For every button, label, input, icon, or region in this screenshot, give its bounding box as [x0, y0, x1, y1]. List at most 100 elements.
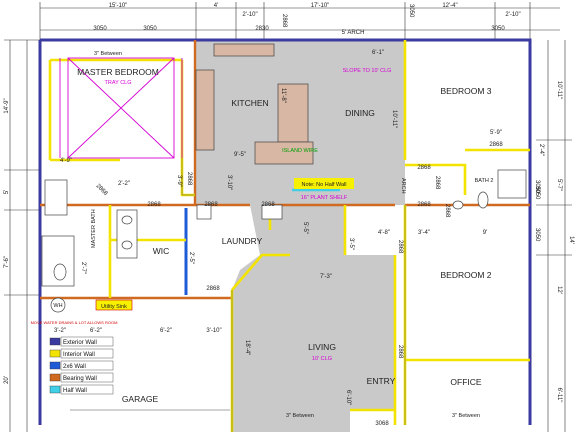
room-wic: WIC [153, 246, 170, 256]
dim-right-2-4: 2'-4" [538, 144, 544, 156]
between-note-left: 3" Between [286, 413, 314, 419]
dim-w3050e: 3050 [534, 180, 540, 194]
top-dimension-lines [4, 2, 572, 432]
door-2868-laun: 2868 [206, 286, 220, 292]
dim-left-7-6: 7'-6" [4, 256, 10, 268]
utility-sink-note: Utility Sink [101, 304, 127, 310]
plant-shelf-note: 16" PLANT SHELF [301, 195, 348, 201]
room-office: OFFICE [450, 377, 481, 387]
door-2868-b3b: 2868 [489, 142, 503, 148]
legend-label-box [60, 348, 114, 359]
between-note-right: 3" Between [452, 413, 480, 419]
legend-label-box [60, 336, 114, 347]
dim-3-2: 3'-2" [54, 328, 66, 334]
room-bath2: BATH 2 [475, 178, 494, 184]
legend-swatch [49, 349, 61, 358]
legend-label-box [60, 360, 114, 371]
room-laundry: LAUNDRY [222, 236, 263, 246]
door-2868-mb: 2868 [95, 183, 109, 197]
dim-11-8: 11'-8" [280, 88, 286, 103]
legend-swatch [49, 373, 61, 382]
dim-left-14-9: 14'-9" [4, 98, 10, 113]
legend-label: Half Wall [63, 388, 87, 394]
dim-w3050a: 3050 [93, 26, 107, 32]
dim-3-10b: 3'-10" [206, 328, 221, 334]
dim-9: 9' [483, 230, 487, 236]
room-bedroom2: BEDROOM 2 [440, 270, 491, 280]
legend-swatch [49, 361, 61, 370]
room-bedroom3: BEDROOM 3 [440, 86, 491, 96]
door-2868-l1: 2868 [204, 202, 218, 208]
room-entry: ENTRY [367, 376, 396, 386]
door-2868-bath2b: 2868 [444, 204, 450, 218]
arch-top-dim: 5' ARCH [342, 30, 365, 36]
room-kitchen: KITCHEN [231, 98, 268, 108]
dim-w2868top: 2868 [281, 14, 287, 28]
no-half-wall-note: Note: No Half Wall [301, 182, 346, 188]
dim-left-4-9: 4'-9" [60, 158, 72, 164]
dim-left-20: 20' [4, 376, 10, 384]
door-2868-bath2: 2868 [434, 176, 440, 190]
utility-sink-box [95, 299, 133, 311]
move-water-note: MOVE WATER DRAINS & LOT ALLOWS ROOM [31, 320, 118, 325]
dim-top-12-4: 12'-4" [442, 3, 457, 9]
dim-3-5: 3'-5" [348, 238, 354, 250]
bearing-walls [40, 40, 530, 300]
dim-18-4: 18'-4" [244, 340, 250, 355]
dim-7-3: 7'-3" [320, 274, 332, 280]
dim-3-10: 3'-10" [226, 175, 232, 190]
dim-3-9: 3'-9" [176, 175, 182, 187]
dim-2-2: 2'-2" [118, 181, 130, 187]
dim-w3050d: 3050 [491, 26, 505, 32]
legend-label: 2x6 Wall [63, 364, 86, 370]
dim-right-10-11: 10'-11" [556, 81, 562, 99]
dim-right-6-11: 6'-11" [556, 388, 562, 403]
slope-note: SLOPE TO 10' CLG [343, 68, 392, 74]
legend-swatch [49, 385, 61, 394]
window-3050-side2: 3050 [534, 186, 540, 200]
room-garage: GARAGE [122, 394, 159, 404]
door-2868-l2: 2868 [261, 202, 275, 208]
island-wire-note: ISLAND WIRE [282, 148, 318, 154]
dim-6-10: 6'-10" [345, 390, 351, 405]
dim-top-17-10: 17'-10" [311, 3, 330, 9]
dim-4-8: 4'-8" [378, 230, 390, 236]
door-2868-bath: 2868 [147, 202, 161, 208]
legend-label: Interior Wall [63, 352, 95, 358]
dim-5-5: 5'-5" [302, 222, 308, 234]
dim-3-4: 3'-4" [418, 230, 430, 236]
arch-label: ARCH [400, 178, 406, 194]
room-living: LIVING [308, 342, 336, 352]
door-2868-b3: 2868 [417, 165, 431, 171]
legend-label: Bearing Wall [63, 376, 97, 382]
dim-top-15-10: 15'-10" [109, 3, 128, 9]
dim-w2830: 2830 [255, 26, 269, 32]
dim-10-11: 10'-11" [391, 110, 397, 128]
tray-ceiling-outline [59, 57, 183, 159]
door-2868-off: 2868 [397, 345, 403, 359]
living-ceiling-note: 10' CLG [312, 356, 332, 362]
dim-6-2b: 6'-2" [90, 328, 102, 334]
exterior-walls [38, 38, 532, 425]
dim-5-9: 5'-9" [490, 130, 502, 136]
dim-right-5-7: 5'-7" [556, 179, 562, 191]
door-2868-k: 2868 [186, 172, 192, 186]
legend-label: Exterior Wall [63, 340, 97, 346]
kitchen-counters [195, 43, 314, 165]
room-master-bath: MASTER BATH [91, 209, 97, 248]
legend-label-box [60, 372, 114, 383]
dim-6-1: 6'-1" [372, 50, 384, 56]
door-2868-b2b: 2868 [397, 240, 403, 254]
plumbing-fixtures [41, 169, 527, 313]
dim-right-12: 12' [556, 286, 562, 294]
legend-label-box [60, 384, 114, 395]
room-dining: DINING [345, 108, 375, 118]
dim-top-2-10b: 2'-10" [505, 12, 520, 18]
door-3068: 3068 [375, 421, 389, 427]
dim-top-2-10: 2'-10" [242, 12, 257, 18]
door-2868-b2: 2868 [417, 202, 431, 208]
floor-fill [195, 40, 405, 432]
master-ceiling-note: TRAY CLG [105, 80, 132, 86]
